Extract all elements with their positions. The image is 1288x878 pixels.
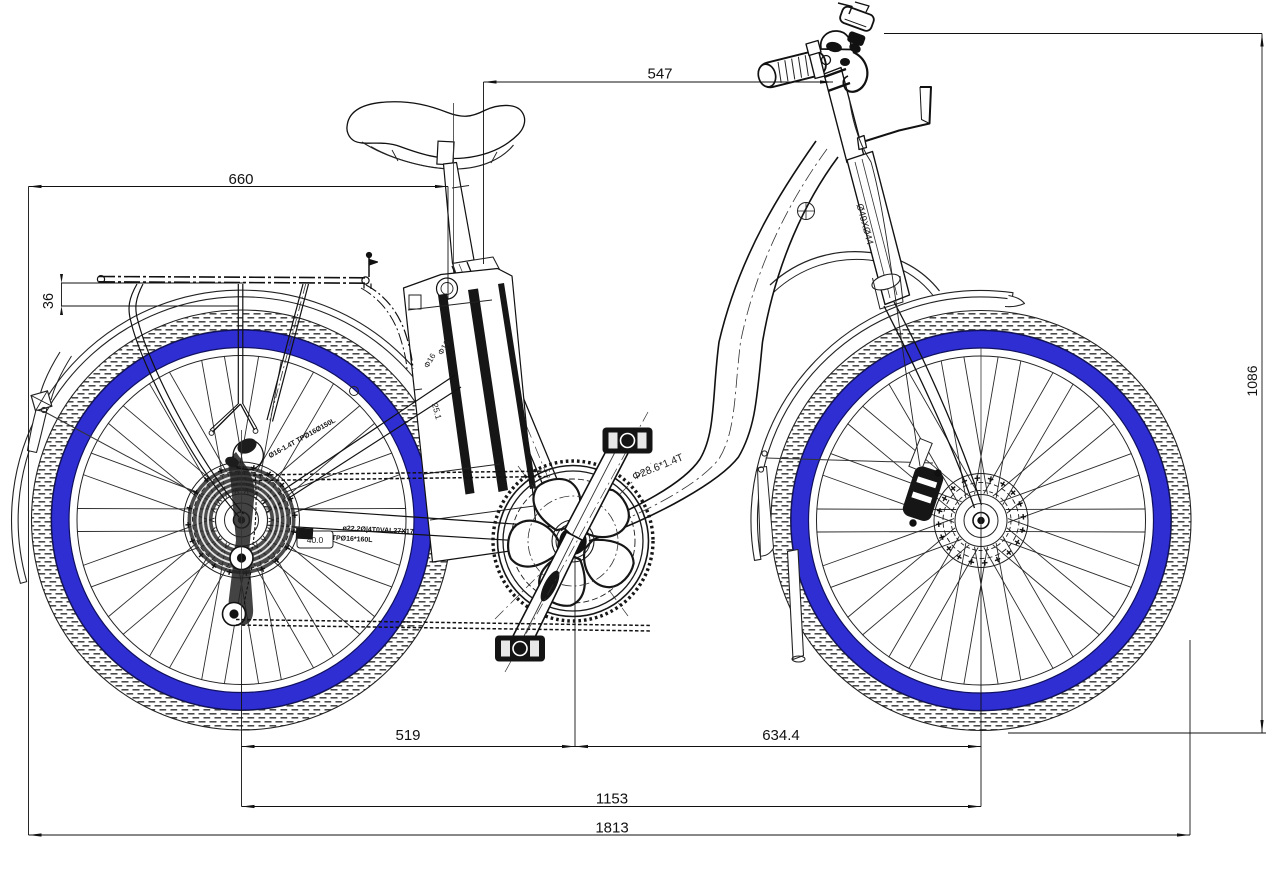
svg-text:660: 660 bbox=[228, 171, 253, 188]
svg-text:1153: 1153 bbox=[596, 791, 628, 808]
svg-text:1086: 1086 bbox=[1244, 365, 1260, 396]
svg-text:547: 547 bbox=[647, 66, 672, 83]
svg-text:634.4: 634.4 bbox=[762, 727, 800, 744]
svg-text:36: 36 bbox=[41, 293, 57, 309]
svg-text:519: 519 bbox=[395, 727, 420, 744]
svg-text:1813: 1813 bbox=[595, 820, 628, 837]
